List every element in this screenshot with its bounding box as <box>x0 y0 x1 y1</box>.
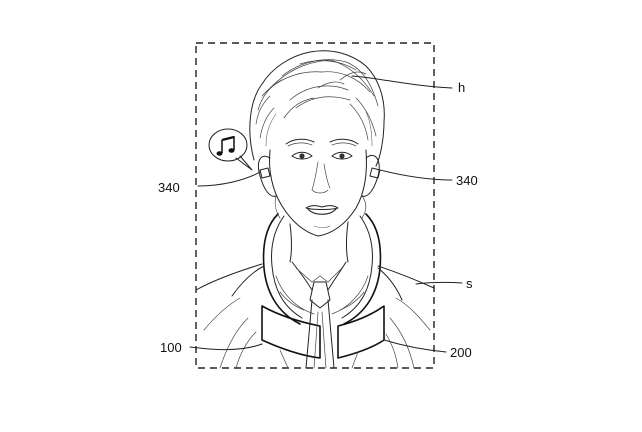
earphone-left <box>259 167 271 179</box>
label-100: 100 <box>160 340 182 355</box>
leader-340-right <box>379 169 453 181</box>
hair <box>249 50 385 167</box>
neck <box>289 221 349 263</box>
neckband-device <box>261 195 385 359</box>
clothing <box>195 261 435 369</box>
label-h: h <box>458 80 465 95</box>
label-200: 200 <box>450 345 472 360</box>
label-340-left: 340 <box>158 180 180 195</box>
leader-lines <box>189 75 463 353</box>
leader-h <box>351 75 453 89</box>
label-s: s <box>466 276 473 291</box>
right-module <box>337 305 385 359</box>
leader-100 <box>189 343 263 351</box>
leader-200 <box>383 339 447 353</box>
leader-s <box>415 281 463 285</box>
left-module <box>261 305 321 359</box>
label-340-right: 340 <box>456 173 478 188</box>
music-note-bubble-icon <box>208 128 253 171</box>
earphone-right <box>369 167 381 179</box>
dashed-frame <box>195 42 435 369</box>
leader-340-left <box>197 171 261 187</box>
face <box>257 138 380 237</box>
